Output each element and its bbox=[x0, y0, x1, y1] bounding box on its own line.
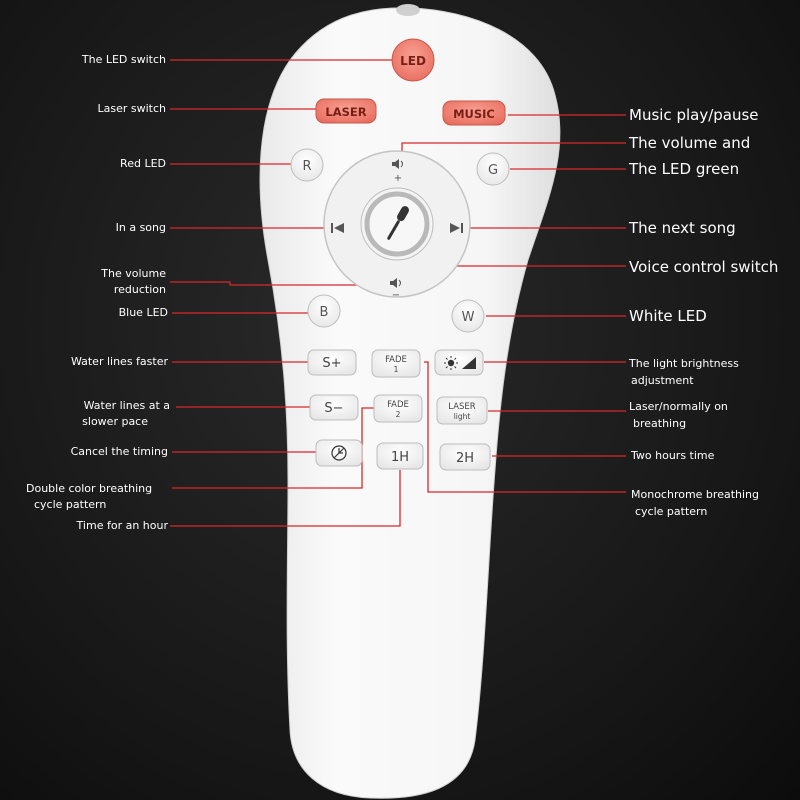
next-song-button[interactable] bbox=[448, 220, 464, 236]
two-hours-button[interactable]: 2H bbox=[439, 443, 491, 471]
fade1-button[interactable]: FADE 1 bbox=[371, 349, 421, 378]
label-brightness-1: The light brightness bbox=[629, 357, 739, 370]
skip-previous-icon bbox=[331, 223, 344, 233]
led-button-label: LED bbox=[400, 54, 426, 68]
skip-next-icon bbox=[450, 223, 463, 233]
label-cancel-timing: Cancel the timing bbox=[70, 445, 168, 458]
volume-up-button[interactable]: + bbox=[383, 156, 411, 184]
volume-up-sign: + bbox=[394, 173, 402, 184]
speed-down-button[interactable]: S− bbox=[309, 394, 359, 421]
label-one-hour: Time for an hour bbox=[76, 519, 168, 532]
label-blue-led: Blue LED bbox=[118, 306, 168, 319]
previous-song-button[interactable] bbox=[328, 220, 344, 236]
white-led-button[interactable]: W bbox=[451, 299, 485, 333]
label-double-color-2: cycle pattern bbox=[34, 498, 107, 511]
speaker-icon bbox=[392, 159, 399, 169]
laser-light-label-top: LASER bbox=[448, 402, 476, 412]
label-water-slower-2: slower pace bbox=[82, 415, 148, 428]
fade1-label-bottom: 1 bbox=[394, 365, 399, 374]
laser-button-label: LASER bbox=[325, 105, 366, 119]
brightness-ramp-icon bbox=[462, 357, 476, 369]
label-monochrome-1: Monochrome breathing bbox=[631, 488, 759, 501]
label-laser-switch: Laser switch bbox=[97, 102, 166, 115]
laser-light-button[interactable]: LASER light bbox=[436, 396, 488, 425]
label-red-led: Red LED bbox=[120, 157, 166, 170]
label-monochrome-2: cycle pattern bbox=[635, 505, 708, 518]
blue-led-button-label: B bbox=[320, 305, 329, 320]
label-double-color-1: Double color breathing bbox=[26, 482, 153, 495]
two-hours-label: 2H bbox=[456, 451, 474, 466]
fade1-label-top: FADE bbox=[385, 355, 407, 365]
green-led-button[interactable]: G bbox=[476, 152, 510, 186]
label-volume-reduction-1: The volume bbox=[101, 267, 166, 280]
fade2-label-bottom: 2 bbox=[396, 410, 401, 419]
speed-up-button[interactable]: S+ bbox=[307, 349, 357, 376]
fade2-button[interactable]: FADE 2 bbox=[373, 394, 423, 423]
laser-light-label-bottom: light bbox=[454, 412, 471, 421]
label-laser-normally-on-2: breathing bbox=[633, 417, 687, 430]
red-led-button-label: R bbox=[302, 159, 311, 174]
ir-window bbox=[396, 4, 420, 16]
timer-cancel-icon bbox=[331, 445, 347, 461]
label-voice-control: Voice control switch bbox=[629, 258, 779, 276]
label-volume-up: The volume and bbox=[629, 134, 751, 152]
label-laser-normally-on-1: Laser/normally on bbox=[629, 400, 728, 413]
label-water-slower-1: Water lines at a bbox=[83, 399, 170, 412]
fade2-label-top: FADE bbox=[387, 400, 409, 410]
label-led-switch: The LED switch bbox=[81, 53, 166, 66]
label-music-play-pause: Music play/pause bbox=[629, 106, 759, 124]
label-white-led: White LED bbox=[629, 307, 707, 325]
laser-button[interactable]: LASER bbox=[315, 98, 377, 124]
music-button-label: MUSIC bbox=[453, 107, 495, 121]
green-led-button-label: G bbox=[488, 163, 498, 178]
volume-down-button[interactable]: − bbox=[383, 274, 411, 301]
label-brightness-2: adjustment bbox=[631, 374, 694, 387]
one-hour-label: 1H bbox=[391, 450, 409, 465]
cancel-timer-button[interactable] bbox=[315, 439, 363, 467]
label-next-song: The next song bbox=[629, 219, 736, 237]
blue-led-button[interactable]: B bbox=[307, 294, 341, 328]
label-led-green: The LED green bbox=[629, 160, 740, 178]
label-two-hours: Two hours time bbox=[631, 449, 715, 462]
one-hour-button[interactable]: 1H bbox=[376, 442, 424, 470]
led-button[interactable]: LED bbox=[391, 38, 435, 82]
red-led-button[interactable]: R bbox=[290, 148, 324, 182]
brightness-button[interactable] bbox=[434, 349, 484, 376]
sun-icon bbox=[444, 356, 458, 370]
speaker-icon bbox=[390, 278, 397, 288]
voice-control-button[interactable] bbox=[364, 191, 430, 257]
music-button[interactable]: MUSIC bbox=[442, 100, 506, 126]
white-led-button-label: W bbox=[462, 310, 475, 325]
speed-up-label: S+ bbox=[322, 356, 341, 371]
speed-down-label: S− bbox=[324, 401, 343, 416]
label-water-faster: Water lines faster bbox=[70, 355, 168, 368]
volume-down-sign: − bbox=[392, 290, 400, 301]
label-volume-reduction-2: reduction bbox=[113, 283, 166, 296]
label-previous-song: In a song bbox=[115, 221, 166, 234]
microphone-icon bbox=[387, 206, 409, 240]
